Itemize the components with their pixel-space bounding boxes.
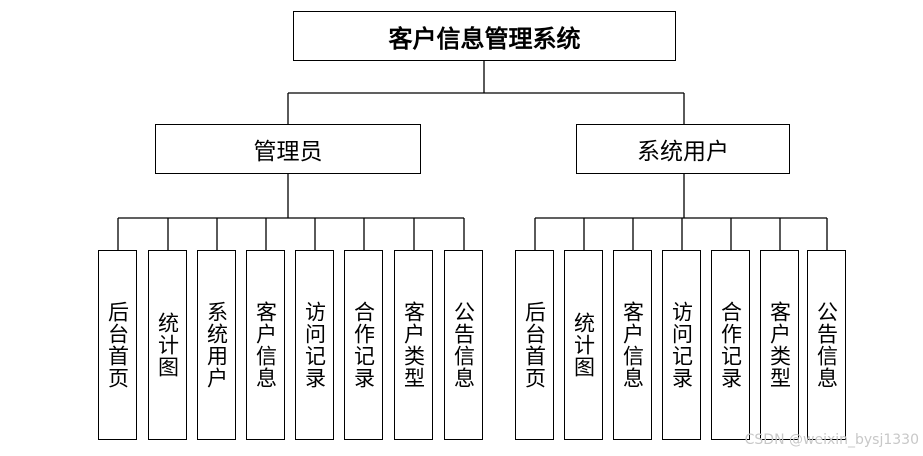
module-admin-statistics: 统计图 [148, 250, 187, 440]
module-label: 后台首页 [522, 301, 547, 389]
module-label: 访问记录 [669, 301, 694, 389]
watermark: CSDN @weixin_bysj1330 [744, 432, 919, 448]
module-admin-cooperation-records: 合作记录 [344, 250, 383, 440]
module-label: 访问记录 [302, 301, 327, 389]
module-user-dashboard: 后台首页 [515, 250, 554, 440]
module-admin-announcements: 公告信息 [444, 250, 483, 440]
module-admin-dashboard: 后台首页 [98, 250, 137, 440]
module-label: 客户信息 [253, 301, 278, 389]
root-label: 客户信息管理系统 [388, 24, 581, 53]
module-user-customer-types: 客户类型 [760, 250, 799, 440]
module-label: 统计图 [155, 312, 180, 378]
module-label: 公告信息 [814, 301, 839, 389]
role-label-admin: 管理员 [253, 139, 323, 165]
module-user-customer-info: 客户信息 [613, 250, 652, 440]
module-admin-customer-info: 客户信息 [246, 250, 285, 440]
role-node-system-user: 系统用户 [576, 124, 790, 174]
module-label: 统计图 [571, 312, 596, 378]
module-admin-system-users: 系统用户 [197, 250, 236, 440]
root-node: 客户信息管理系统 [293, 11, 676, 61]
module-label: 合作记录 [718, 301, 743, 389]
role-label-system-user: 系统用户 [637, 139, 729, 165]
module-user-cooperation-records: 合作记录 [711, 250, 750, 440]
role-node-admin: 管理员 [155, 124, 421, 174]
module-user-announcements: 公告信息 [807, 250, 846, 440]
module-user-statistics: 统计图 [564, 250, 603, 440]
module-label: 合作记录 [351, 301, 376, 389]
module-admin-customer-types: 客户类型 [394, 250, 433, 440]
module-label: 系统用户 [204, 301, 229, 389]
module-label: 客户类型 [767, 301, 792, 389]
module-admin-visit-records: 访问记录 [295, 250, 334, 440]
module-label: 公告信息 [451, 301, 476, 389]
module-user-visit-records: 访问记录 [662, 250, 701, 440]
module-label: 后台首页 [105, 301, 130, 389]
module-label: 客户类型 [401, 301, 426, 389]
module-label: 客户信息 [620, 301, 645, 389]
